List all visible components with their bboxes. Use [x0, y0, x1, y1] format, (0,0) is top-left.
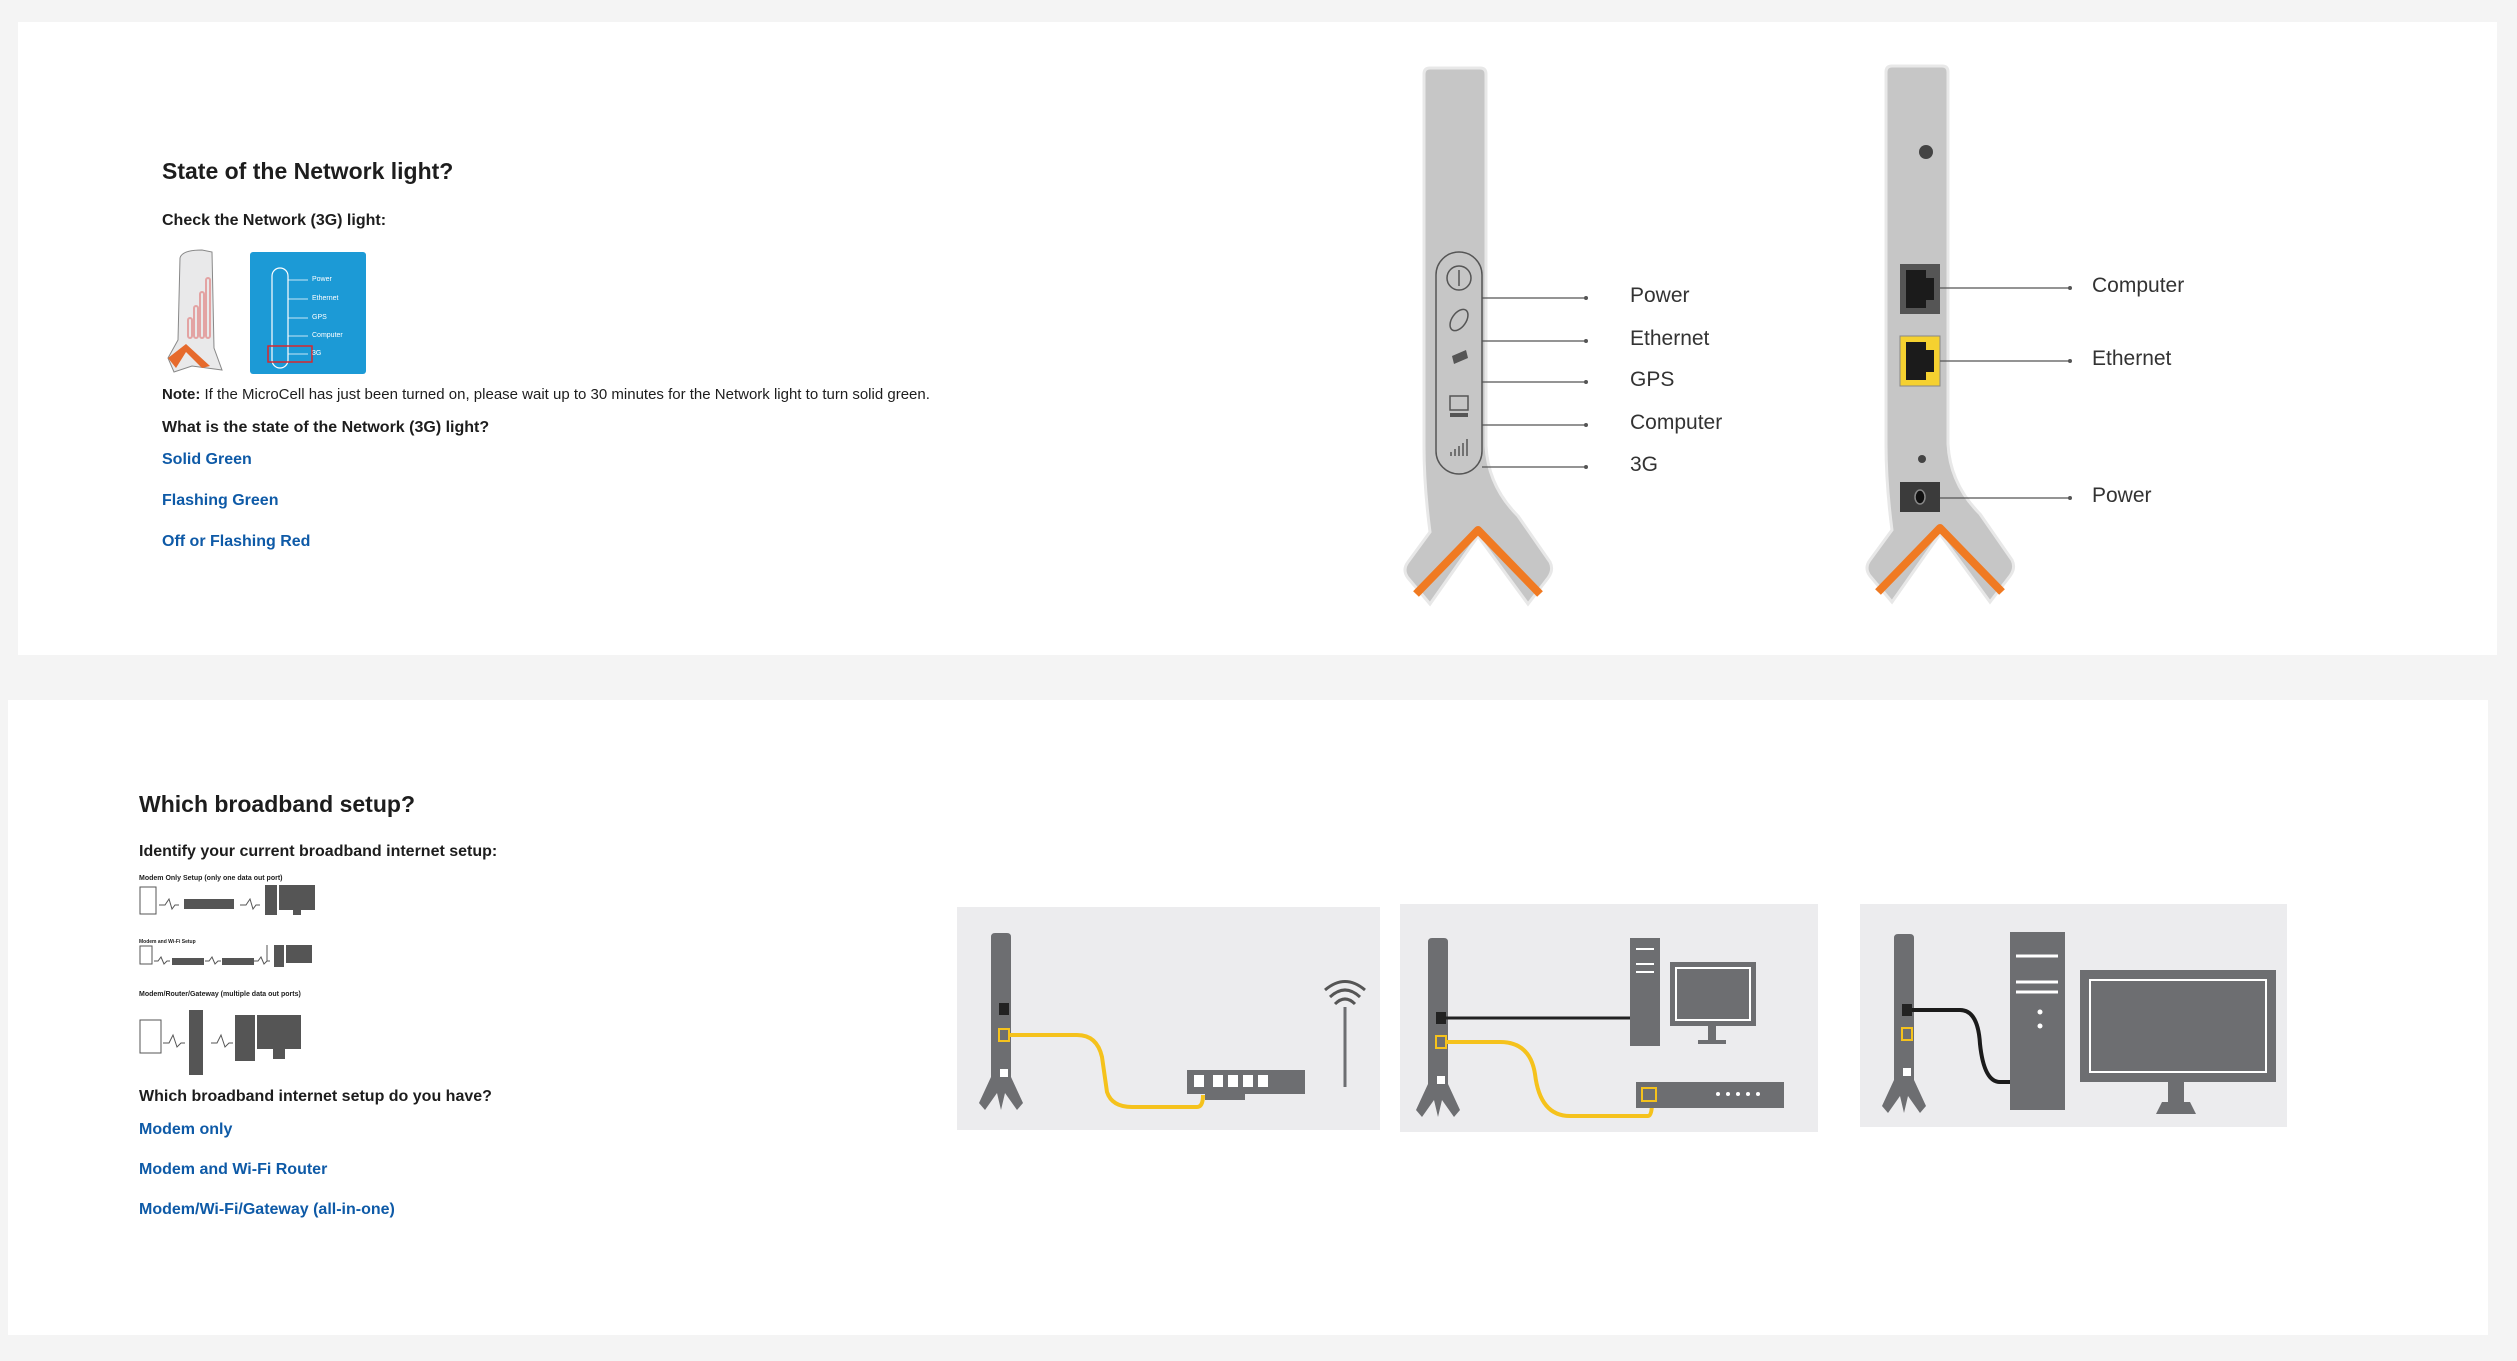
section-title: Which broadband setup?	[139, 791, 415, 817]
thumb-label: Computer	[312, 332, 343, 339]
setup-caption: Modem and Wi-Fi Setup	[139, 939, 196, 945]
option-flashing-green[interactable]: Flashing Green	[162, 492, 279, 509]
back-label-power: Power	[2092, 484, 2152, 507]
front-label-3g: 3G	[1630, 453, 1659, 476]
option-modem-only[interactable]: Modem only	[139, 1121, 233, 1138]
instruction-text: Check the Network (3G) light:	[162, 212, 387, 229]
direct-computer-diagram	[1860, 904, 2287, 1127]
setup-caption: Modem Only Setup (only one data out port…	[139, 875, 283, 882]
option-off-or-flashing-red[interactable]: Off or Flashing Red	[162, 533, 311, 550]
back-label-computer: Computer	[2092, 274, 2185, 297]
question-text: What is the state of the Network (3G) li…	[162, 419, 490, 436]
option-solid-green[interactable]: Solid Green	[162, 451, 252, 468]
front-label-ethernet: Ethernet	[1630, 327, 1710, 350]
modem-router-diagram	[957, 907, 1380, 1130]
front-label-computer: Computer	[1630, 411, 1723, 434]
option-modem-wifi-gateway[interactable]: Modem/Wi-Fi/Gateway (all-in-one)	[139, 1201, 395, 1218]
setup-caption: Modem/Router/Gateway (multiple data out …	[139, 991, 301, 998]
note: Note: If the MicroCell has just been tur…	[162, 386, 930, 403]
modem-computer-diagram	[1400, 904, 1818, 1132]
microcell-back-diagram: Computer Ethernet Power	[1830, 64, 2230, 624]
setup-types-illustration: Modem Only Setup (only one data out port…	[139, 875, 359, 1085]
broadband-setup-card: Which broadband setup? Identify your cur…	[8, 700, 2488, 1335]
front-label-gps: GPS	[1630, 368, 1675, 391]
thumb-label: GPS	[312, 314, 327, 321]
question-text: Which broadband internet setup do you ha…	[139, 1088, 492, 1105]
network-light-card: State of the Network light? Check the Ne…	[18, 22, 2497, 655]
front-label-power: Power	[1630, 284, 1690, 307]
thumb-label: Ethernet	[312, 295, 339, 302]
thumb-label: 3G	[312, 350, 322, 357]
note-text: If the MicroCell has just been turned on…	[200, 386, 930, 403]
section-title: State of the Network light?	[162, 158, 454, 184]
microcell-thumbnail: Power Ethernet GPS Computer 3G	[162, 248, 386, 374]
thumb-label: Power	[312, 276, 332, 283]
note-label: Note:	[162, 386, 201, 403]
back-label-ethernet: Ethernet	[2092, 347, 2172, 370]
microcell-front-diagram: Power Ethernet GPS Computer 3G	[1368, 66, 1722, 626]
instruction-text: Identify your current broadband internet…	[139, 843, 498, 860]
option-modem-and-wifi-router[interactable]: Modem and Wi-Fi Router	[139, 1161, 328, 1178]
